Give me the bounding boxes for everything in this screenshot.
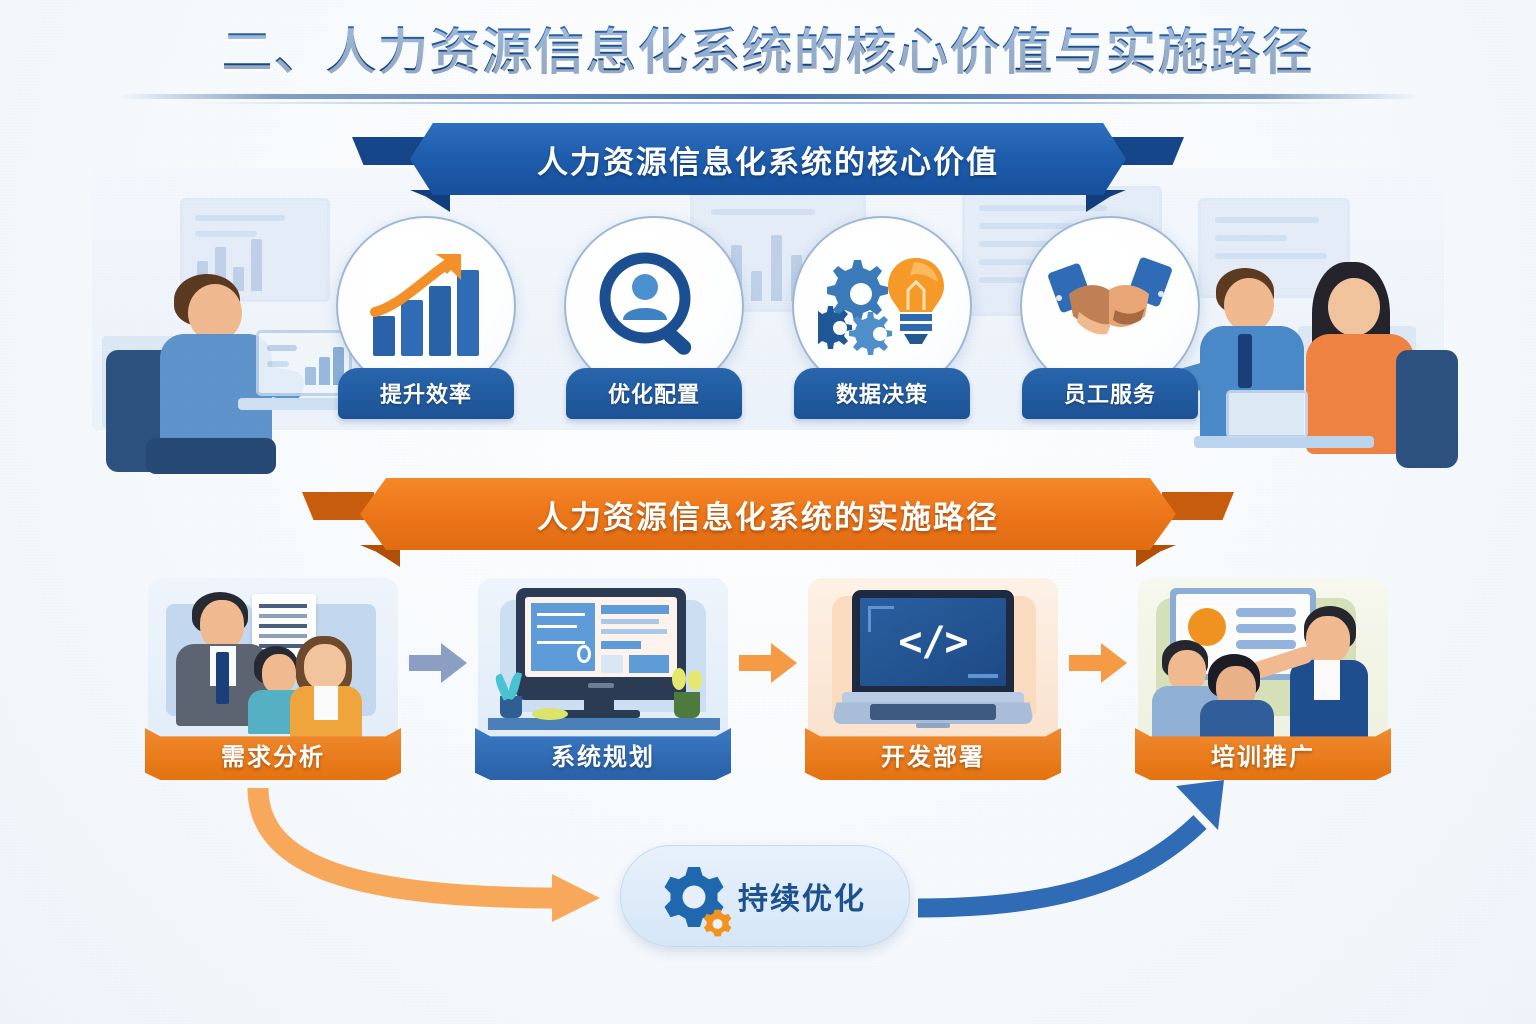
value-circle bbox=[336, 216, 516, 396]
desk bbox=[238, 398, 348, 410]
feedback-loop-arrows bbox=[247, 780, 1224, 922]
flow-step-planning[interactable]: 系统规划 bbox=[469, 578, 737, 780]
value-circle bbox=[564, 216, 744, 396]
value-circle bbox=[1020, 216, 1200, 396]
flow-step-label: 系统规划 bbox=[475, 728, 731, 780]
value-label: 提升效率 bbox=[338, 368, 514, 419]
value-section-banner: 人力资源信息化系统的核心价值 bbox=[410, 123, 1126, 195]
title-divider bbox=[118, 94, 1418, 99]
continuous-improvement-pill[interactable]: 持续优化 bbox=[620, 845, 910, 947]
arrow-step1-to-step2 bbox=[409, 643, 467, 683]
flow-step-label: 培训推广 bbox=[1135, 728, 1391, 780]
value-label: 数据决策 bbox=[794, 368, 970, 419]
core-value-list: 提升效率 优化配置 bbox=[0, 216, 1536, 419]
gear-icon bbox=[664, 867, 724, 927]
people-document-icon bbox=[148, 578, 398, 743]
gears-lightbulb-icon bbox=[818, 258, 944, 355]
bar-chart-growth-icon bbox=[370, 254, 479, 356]
flow-step-label: 需求分析 bbox=[145, 728, 401, 780]
scene-person-right-man bbox=[1165, 246, 1362, 476]
value-item-efficiency[interactable]: 提升效率 bbox=[328, 216, 524, 419]
value-label: 优化配置 bbox=[566, 368, 742, 419]
training-presentation-icon bbox=[1138, 578, 1388, 743]
magnifier-person-icon bbox=[599, 252, 692, 355]
value-item-data-decision[interactable]: 数据决策 bbox=[784, 216, 980, 419]
value-label: 员工服务 bbox=[1022, 368, 1198, 419]
continuous-improvement-label: 持续优化 bbox=[738, 882, 866, 917]
value-circle bbox=[792, 216, 972, 396]
flow-step-label: 开发部署 bbox=[805, 728, 1061, 780]
implementation-flow: 需求分析 bbox=[0, 578, 1536, 780]
arrow-step2-to-step3 bbox=[739, 643, 797, 683]
flow-step-development[interactable]: </> 开发部署 bbox=[799, 578, 1067, 780]
desk bbox=[1194, 436, 1374, 448]
torso bbox=[160, 334, 272, 458]
office-chair-seat bbox=[146, 438, 276, 474]
page-title: 二、人力资源信息化系统的核心价值与实施路径 bbox=[0, 24, 1536, 80]
flow-step-requirements[interactable]: 需求分析 bbox=[139, 578, 407, 780]
flow-step-training[interactable]: 培训推广 bbox=[1129, 578, 1397, 780]
title-divider-secondary bbox=[188, 102, 1348, 104]
value-item-employee-service[interactable]: 员工服务 bbox=[1012, 216, 1208, 419]
laptop bbox=[1226, 390, 1308, 438]
value-item-allocation[interactable]: 优化配置 bbox=[556, 216, 752, 419]
office-chair-back bbox=[1396, 350, 1458, 468]
head bbox=[1328, 278, 1380, 336]
scene-person-right-woman bbox=[1194, 242, 1478, 482]
head bbox=[1224, 278, 1274, 332]
handshake-icon bbox=[1048, 257, 1172, 335]
arrow-step3-to-step4 bbox=[1069, 643, 1127, 683]
path-section-banner: 人力资源信息化系统的实施路径 bbox=[360, 478, 1176, 550]
necktie bbox=[1238, 334, 1252, 388]
desktop-dashboard-icon bbox=[478, 578, 728, 743]
desk-monitor bbox=[256, 330, 352, 396]
laptop-code-icon: </> bbox=[808, 578, 1058, 743]
title-block: 二、人力资源信息化系统的核心价值与实施路径 bbox=[0, 24, 1536, 104]
scene-person-left bbox=[88, 246, 352, 476]
gear-small-icon bbox=[703, 909, 732, 937]
head bbox=[188, 284, 242, 342]
